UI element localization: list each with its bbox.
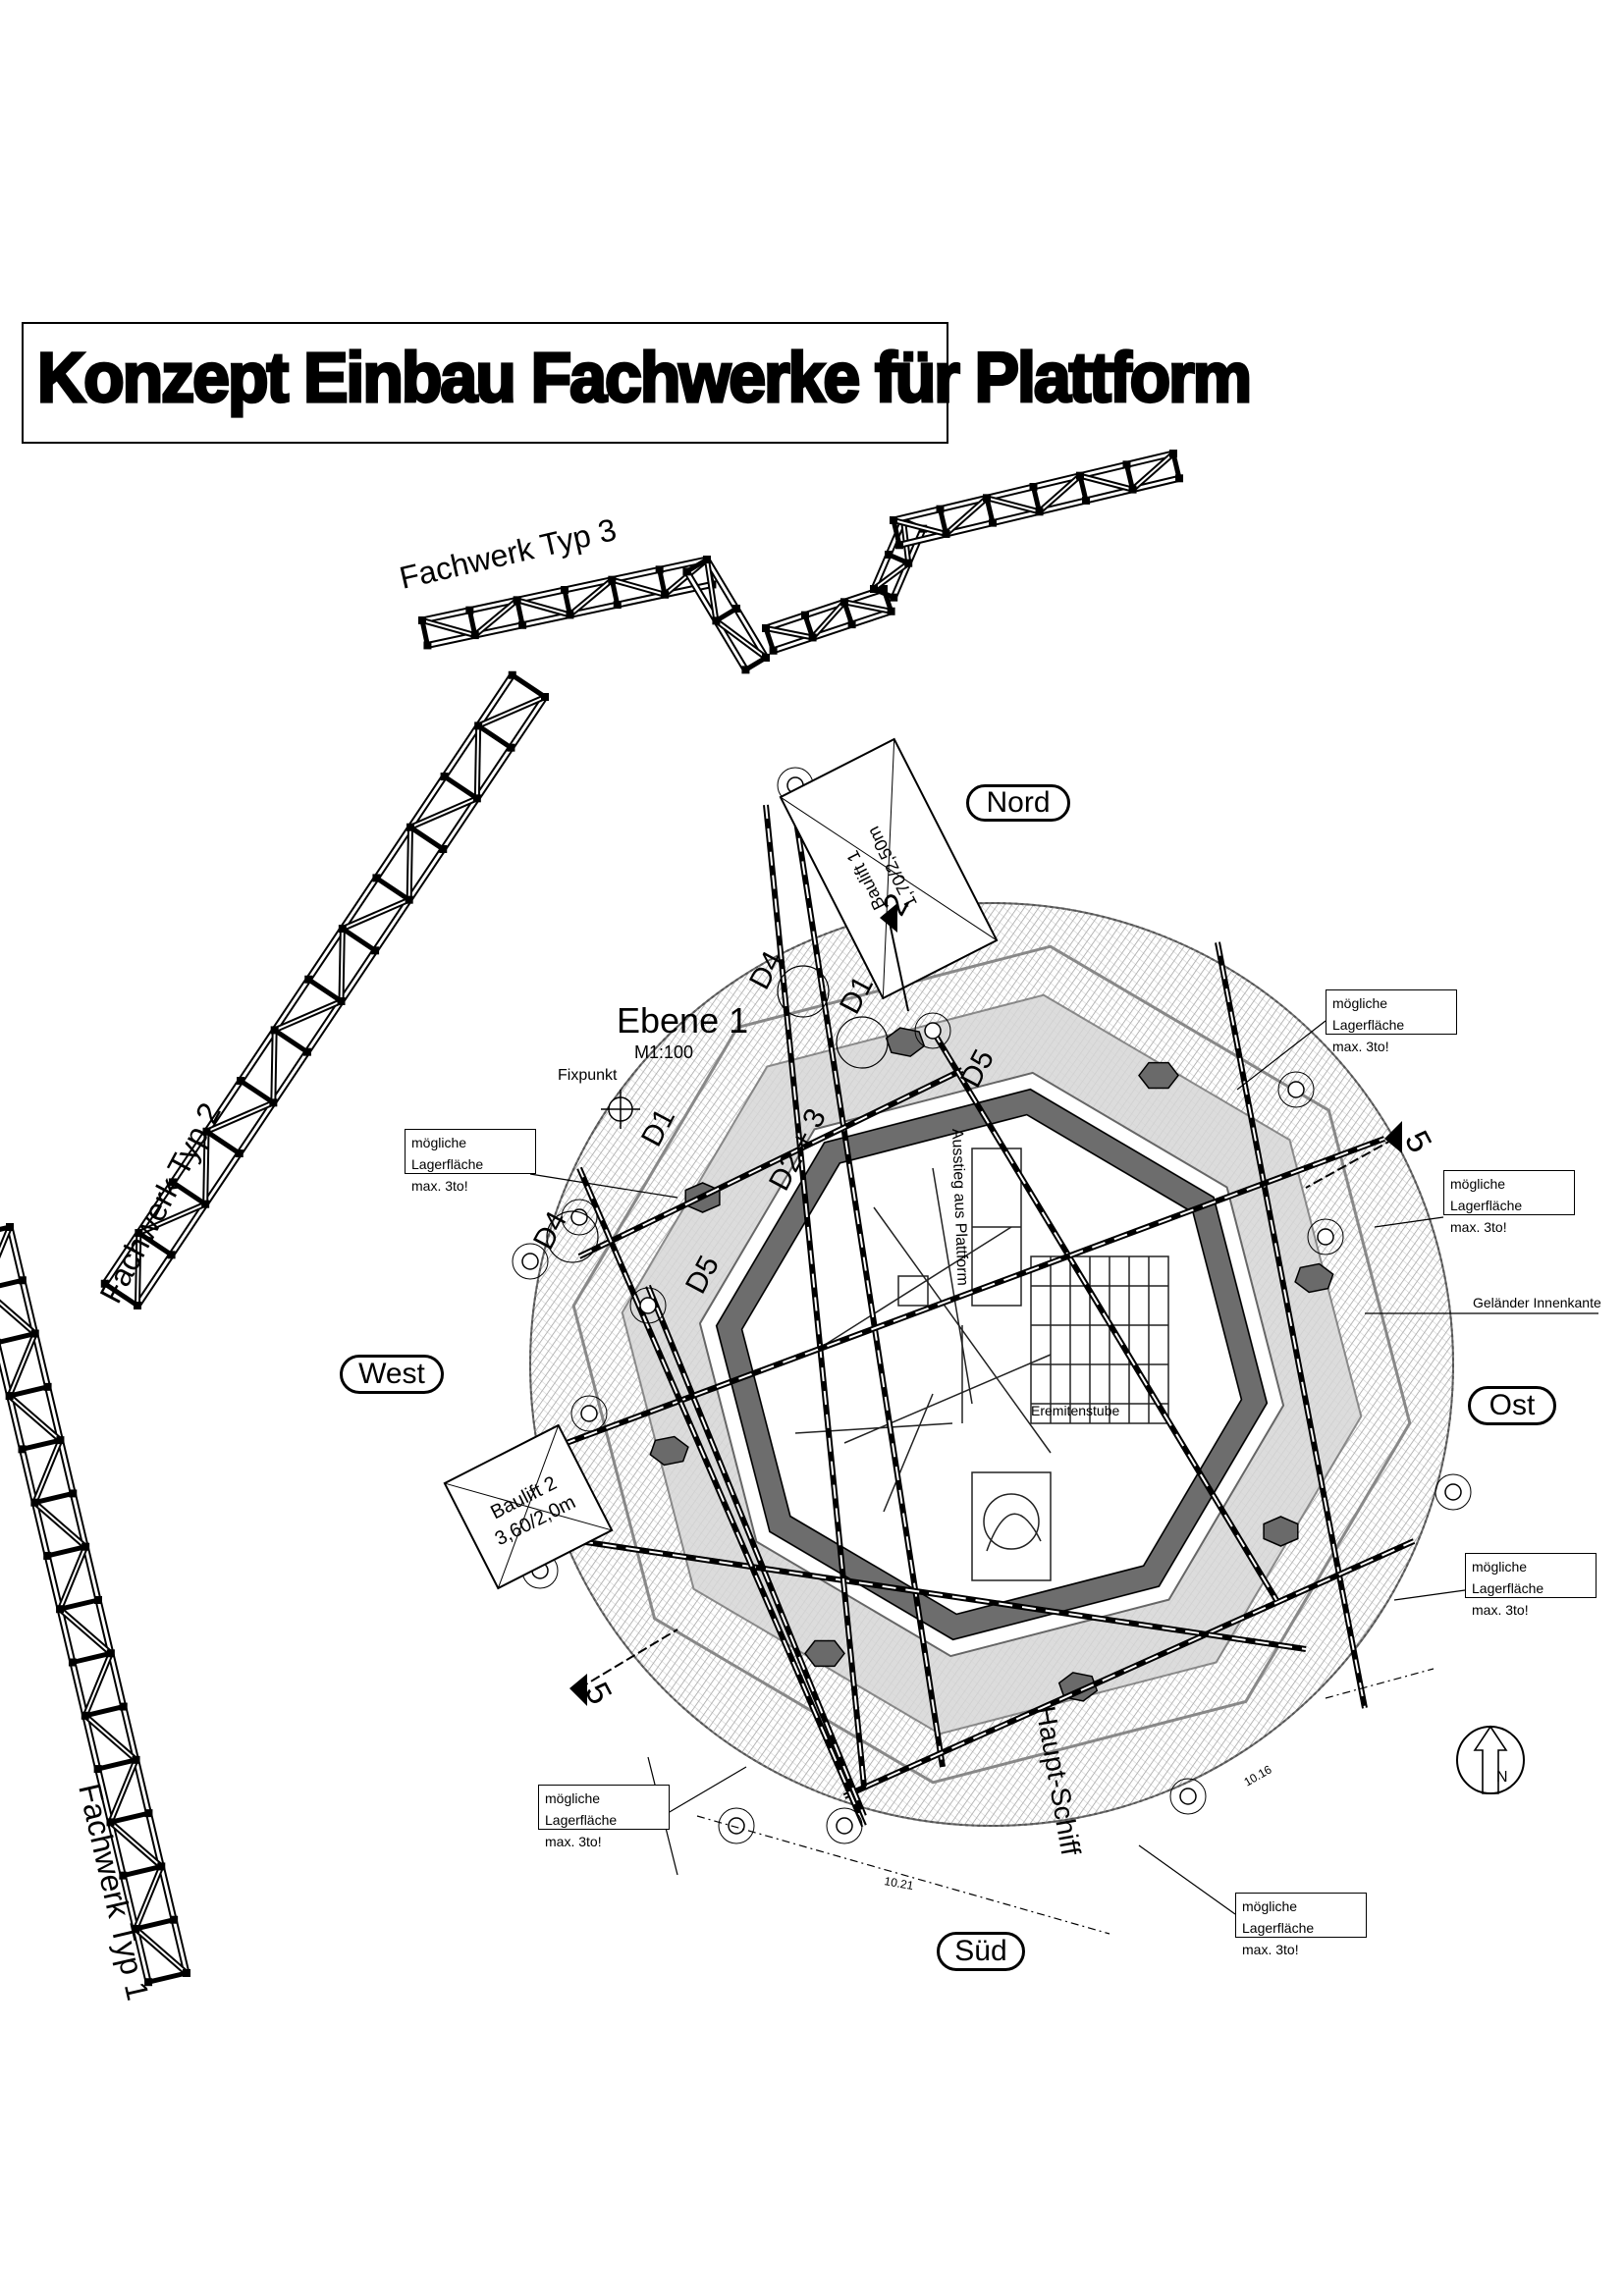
storage-note-1: mögliche Lagerfläche max. 3to!	[1326, 989, 1457, 1054]
railing-label: Geländer Innenkante	[1473, 1295, 1601, 1310]
direction-east-text: Ost	[1489, 1389, 1536, 1421]
storage-note-4-line1: mögliche Lagerfläche	[1472, 1559, 1544, 1596]
storage-note-5: mögliche Lagerfläche max. 3to!	[538, 1785, 670, 1849]
section-5-east-label: 5	[1397, 1125, 1438, 1159]
storage-note-1-line2: max. 3to!	[1332, 1039, 1389, 1054]
storage-note-6-line2: max. 3to!	[1242, 1942, 1299, 1957]
baulift-1: Baulift 1 1,70/2,50m	[779, 737, 999, 1000]
storage-note-5-line2: max. 3to!	[545, 1834, 602, 1849]
dimension-2: 10.16	[1242, 1762, 1274, 1789]
storage-note-2: mögliche Lagerfläche max. 3to!	[405, 1129, 536, 1194]
storage-note-5-line1: mögliche Lagerfläche	[545, 1790, 618, 1828]
level-title: Ebene 1	[617, 1000, 748, 1041]
railing-note: Geländer Innenkante	[1365, 1295, 1601, 1314]
octagon-band-outer	[571, 944, 1412, 1785]
baulift-2: Baulift 2 3,60/2,0m	[443, 1423, 614, 1590]
exit-label: Ausstieg aus Plattform	[948, 1129, 971, 1287]
pillars	[649, 1027, 1334, 1702]
storage-note-3-line1: mögliche Lagerfläche	[1450, 1176, 1523, 1213]
north-arrow-icon: N	[1456, 1725, 1525, 1794]
interior-details	[794, 1148, 1169, 1581]
direction-north-text: Nord	[986, 786, 1051, 819]
direction-south: Süd	[937, 1932, 1025, 1971]
room-label: Eremitenstube	[1031, 1403, 1119, 1418]
direction-south-text: Süd	[954, 1935, 1007, 1967]
storage-note-4: mögliche Lagerfläche max. 3to!	[1465, 1553, 1597, 1618]
direction-north: Nord	[966, 784, 1070, 822]
north-symbol-letter: N	[1496, 1769, 1508, 1786]
platform-plan: Eremitenstube Ausstieg aus Plattform Hau…	[512, 767, 1472, 1935]
note-leaders	[529, 1020, 1466, 1915]
storage-note-1-line1: mögliche Lagerfläche	[1332, 995, 1405, 1033]
truss-typ2	[100, 670, 549, 1309]
storage-note-3: mögliche Lagerfläche max. 3to!	[1443, 1170, 1575, 1235]
dimension-1: 10.21	[883, 1874, 914, 1893]
direction-west-text: West	[358, 1358, 425, 1390]
plan-truss-beams	[538, 804, 1416, 1828]
truss-typ3	[418, 450, 1184, 674]
storage-note-2-line1: mögliche Lagerfläche	[411, 1135, 484, 1172]
direction-east: Ost	[1468, 1386, 1556, 1425]
fixpoint-symbol	[601, 1090, 640, 1129]
storage-note-3-line2: max. 3to!	[1450, 1219, 1507, 1235]
tower-wall	[715, 1088, 1269, 1641]
level-scale: M1:100	[634, 1042, 693, 1062]
drawing-title: Konzept Einbau Fachwerke für Plattform	[35, 338, 1253, 419]
storage-note-4-line2: max. 3to!	[1472, 1602, 1529, 1618]
title-box: Konzept Einbau Fachwerke für Plattform	[22, 322, 1254, 444]
direction-west: West	[340, 1355, 444, 1394]
fixpoint-label: Fixpunkt	[558, 1067, 618, 1084]
storage-note-6-line1: mögliche Lagerfläche	[1242, 1898, 1315, 1936]
truss-typ1	[0, 1223, 190, 1987]
storage-note-6: mögliche Lagerfläche max. 3to!	[1235, 1893, 1367, 1957]
storage-note-2-line2: max. 3to!	[411, 1178, 468, 1194]
